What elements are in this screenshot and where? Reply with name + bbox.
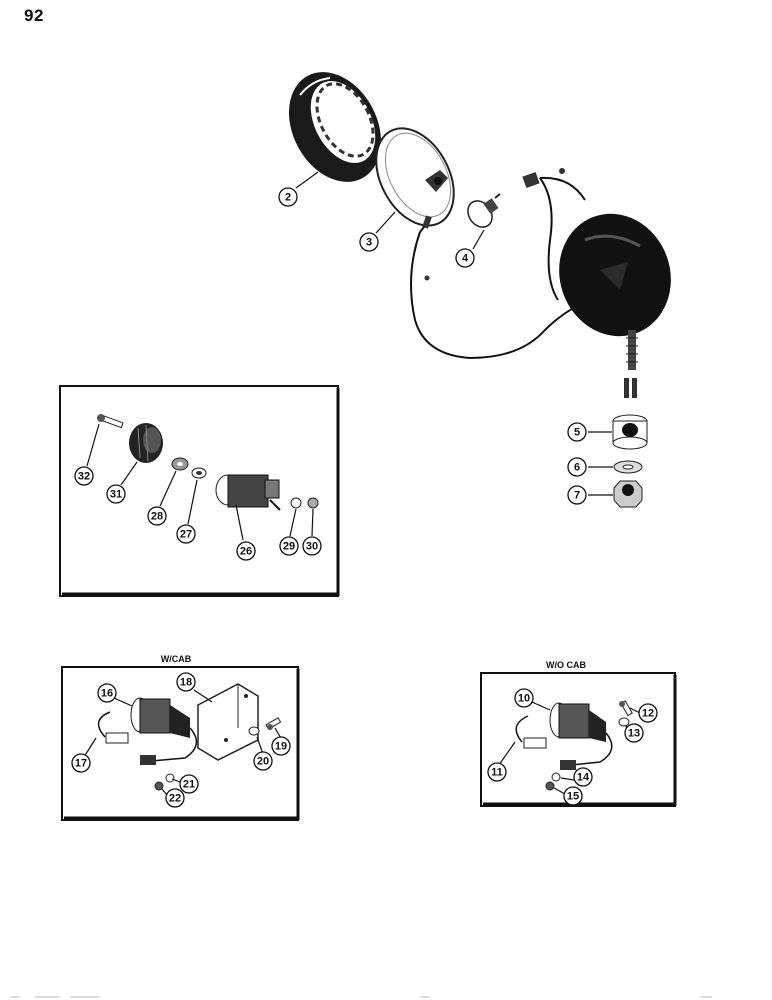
- bracket-screw-part: [265, 717, 282, 730]
- callout-15: 15: [563, 786, 583, 806]
- without-cab-inset-panel: [480, 672, 677, 807]
- callout-number: 17: [75, 758, 87, 770]
- knob-part: [129, 423, 163, 463]
- mount-screw-part: [619, 700, 633, 717]
- callout-number: 14: [577, 772, 590, 784]
- callout-leaders: [295, 171, 613, 496]
- callout-number: 10: [518, 693, 530, 705]
- bulb-part: [467, 193, 501, 228]
- mount-washer-part: [618, 717, 630, 727]
- callout-28: 28: [147, 506, 167, 526]
- callout-4: 4: [455, 248, 475, 268]
- spacer-part: [612, 414, 648, 450]
- without-cab-label: W/O CAB: [546, 660, 586, 670]
- callout-17: 17: [71, 753, 91, 773]
- callout-number: 7: [574, 490, 580, 502]
- lamp-part: [549, 702, 606, 742]
- screw-part: [97, 414, 124, 429]
- plug-part: [560, 760, 576, 770]
- callout-5: 5: [567, 422, 587, 442]
- callout-2: 2: [278, 187, 298, 207]
- callout-12: 12: [638, 703, 658, 723]
- callout-32: 32: [74, 466, 94, 486]
- callout-number: 6: [574, 462, 580, 474]
- callout-number: 31: [110, 489, 122, 501]
- flat-washer-part: [191, 467, 207, 479]
- sealed-beam-part: [375, 127, 455, 227]
- bracket-washer-part: [248, 726, 260, 736]
- callout-21: 21: [179, 774, 199, 794]
- callout-number: 18: [180, 677, 192, 689]
- bezel-ring-part: [288, 72, 382, 182]
- wiring-harness: [410, 176, 591, 360]
- washer-part: [613, 460, 643, 474]
- wire-part: [515, 715, 613, 767]
- callout-number: 3: [366, 237, 372, 249]
- callout-number: 15: [567, 791, 579, 803]
- callout-30: 30: [302, 536, 322, 556]
- callout-31: 31: [106, 484, 126, 504]
- callout-number: 12: [642, 708, 654, 720]
- callout-number: 19: [275, 741, 287, 753]
- callout-27: 27: [176, 524, 196, 544]
- cab-plug-part: [140, 755, 156, 765]
- callout-number: 22: [169, 793, 181, 805]
- callout-number: 32: [78, 471, 90, 483]
- callout-22: 22: [165, 788, 185, 808]
- callout-13: 13: [624, 723, 644, 743]
- callout-16: 16: [97, 683, 117, 703]
- callout-number: 27: [180, 529, 192, 541]
- callout-29: 29: [279, 536, 299, 556]
- cab-lamp-part: [130, 697, 190, 738]
- callout-number: 16: [101, 688, 113, 700]
- callout-10: 10: [514, 688, 534, 708]
- cab-nut-part: [154, 773, 175, 791]
- small-nut-part: [290, 497, 319, 509]
- callout-number: 13: [628, 728, 640, 740]
- callout-number: 30: [306, 541, 318, 553]
- with-cab-label: W/CAB: [161, 654, 192, 664]
- cab-wire-part: [97, 711, 198, 763]
- callout-number: 20: [257, 756, 269, 768]
- small-nut-part: [545, 772, 561, 791]
- headlamp-housing-part: [559, 213, 671, 398]
- page-number: 92: [24, 6, 44, 25]
- nut-part: [613, 480, 643, 508]
- callout-3: 3: [359, 232, 379, 252]
- callout-6: 6: [567, 457, 587, 477]
- callout-number: 21: [183, 779, 195, 791]
- callout-14: 14: [573, 767, 593, 787]
- callout-number: 11: [491, 767, 503, 779]
- fuse-part: [523, 737, 547, 749]
- callout-number: 28: [151, 511, 163, 523]
- callout-11: 11: [487, 762, 507, 782]
- callout-number: 2: [285, 192, 291, 204]
- connector-part: [422, 168, 565, 281]
- callout-number: 29: [283, 541, 295, 553]
- callout-number: 5: [574, 427, 580, 439]
- switch-part: [215, 474, 281, 511]
- callout-7: 7: [567, 485, 587, 505]
- callout-number: 4: [462, 253, 469, 265]
- callout-number: 26: [240, 546, 252, 558]
- lockwasher-part: [171, 457, 189, 471]
- callout-18: 18: [176, 672, 196, 692]
- callout-19: 19: [271, 736, 291, 756]
- switch-callout-leaders: [86, 423, 314, 541]
- cab-fuse-part: [105, 732, 129, 744]
- callout-26: 26: [236, 541, 256, 561]
- callout-20: 20: [253, 751, 273, 771]
